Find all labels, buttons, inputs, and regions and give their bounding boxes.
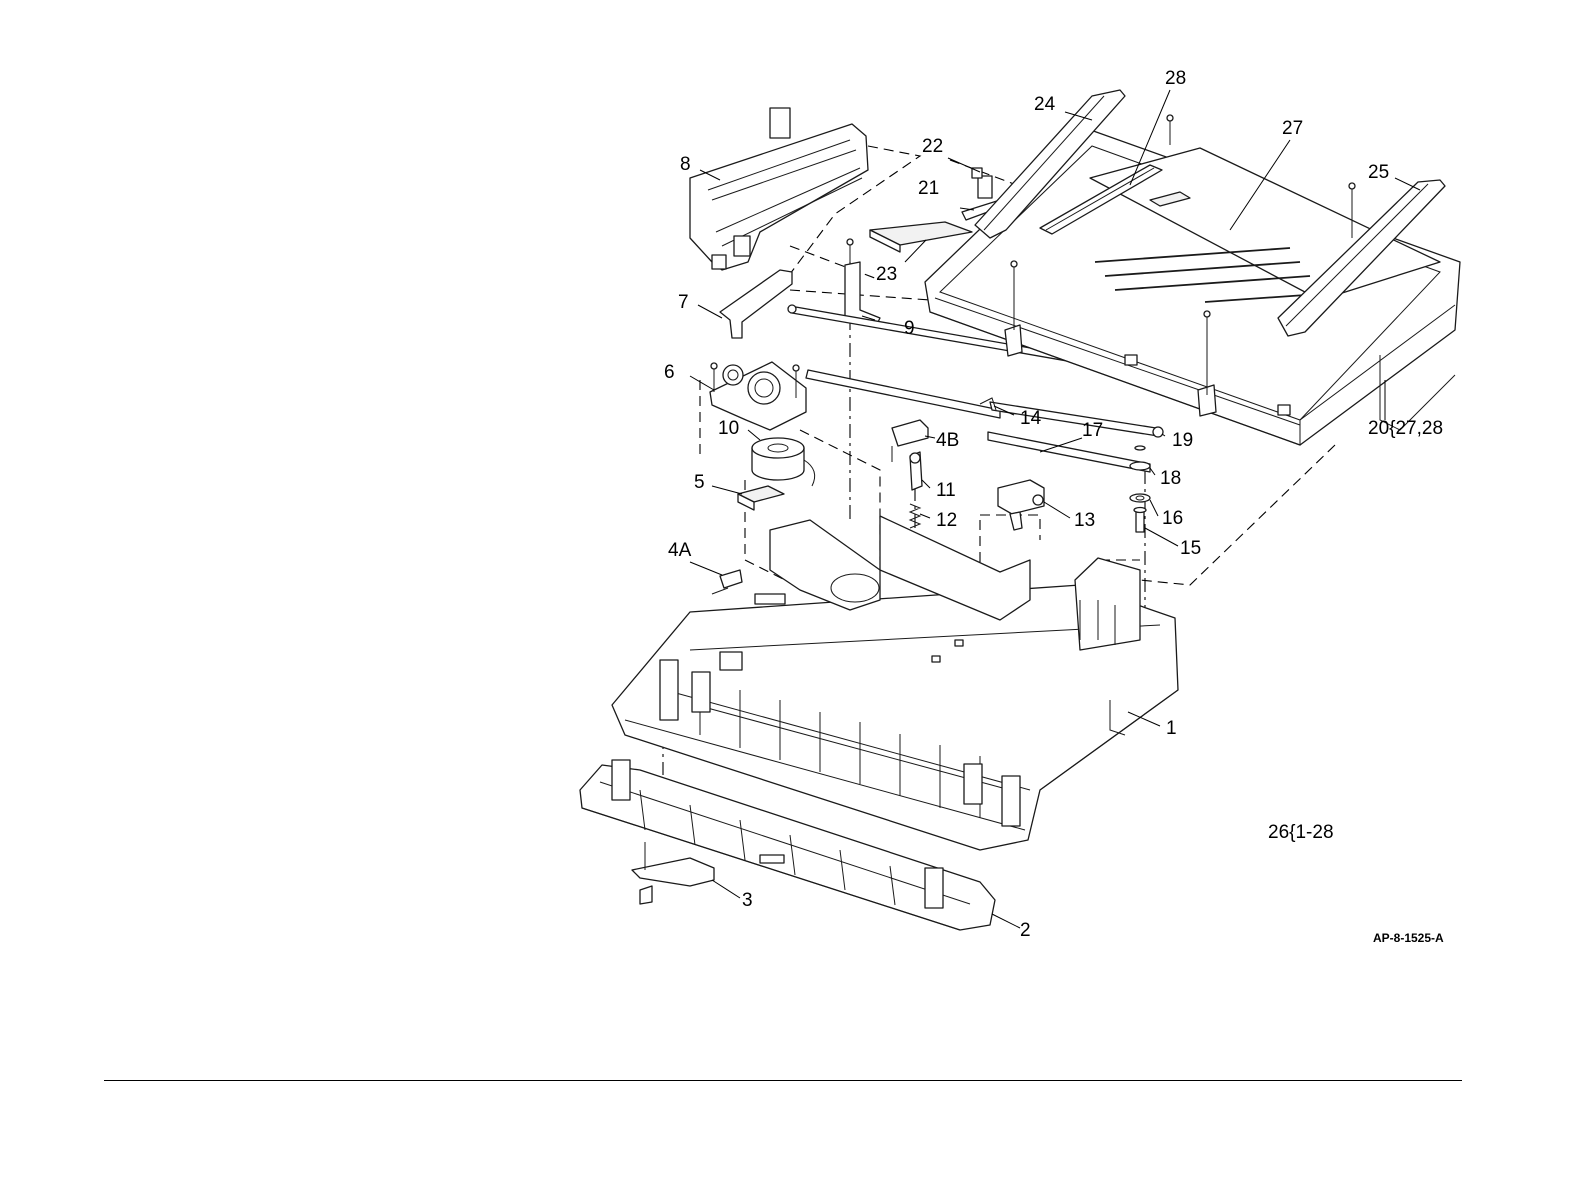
callout-20: 20{27,28: [1368, 418, 1443, 439]
part-8-bracket-assembly: [690, 108, 868, 270]
callout-9: 9: [904, 318, 915, 339]
part-3-plate: [632, 842, 714, 904]
callout-15: 15: [1180, 538, 1201, 559]
callout-27: 27: [1282, 118, 1303, 139]
callout-2: 2: [1020, 920, 1031, 941]
callout-3: 3: [742, 890, 753, 911]
part-19-shaft: [990, 402, 1163, 437]
part-7-l-bracket: [720, 270, 792, 338]
callout-11: 11: [936, 480, 956, 501]
callout-4A: 4A: [668, 540, 692, 561]
callout-8: 8: [680, 154, 691, 175]
callout-28: 28: [1165, 68, 1186, 89]
part-16-washer: [1130, 494, 1150, 502]
part-23-pad: [870, 222, 972, 252]
callout-21: 21: [918, 178, 939, 199]
callout-10: 10: [718, 418, 739, 439]
callout-18: 18: [1160, 468, 1181, 489]
page-footer-rule: [104, 1080, 1462, 1081]
callout-19: 19: [1172, 430, 1193, 451]
callout-6: 6: [664, 362, 675, 383]
callout-5: 5: [694, 472, 705, 493]
callout-14: 14: [1020, 408, 1042, 429]
callout-13: 13: [1074, 510, 1095, 531]
callout-7: 7: [678, 292, 689, 313]
callout-1: 1: [1166, 718, 1177, 739]
part-10-motor: [752, 438, 815, 486]
callout-23: 23: [876, 264, 897, 285]
callout-12: 12: [936, 510, 957, 531]
part-11-pin: [910, 452, 922, 490]
callout-16: 16: [1162, 508, 1183, 529]
part-18-washer: [1130, 446, 1150, 470]
figure-id: AP-8-1525-A: [1373, 931, 1444, 945]
part-9-bracket: [845, 239, 880, 326]
part-15-pin: [1134, 508, 1146, 533]
part-4A-bracket: [712, 570, 742, 594]
callout-25: 25: [1368, 162, 1389, 183]
callout-22: 22: [922, 136, 943, 157]
part-13-latch: [998, 480, 1044, 530]
callout-26: 26{1-28: [1268, 822, 1334, 843]
callout-17: 17: [1082, 420, 1103, 441]
callout-24: 24: [1034, 94, 1056, 115]
callout-4B: 4B: [936, 430, 959, 451]
